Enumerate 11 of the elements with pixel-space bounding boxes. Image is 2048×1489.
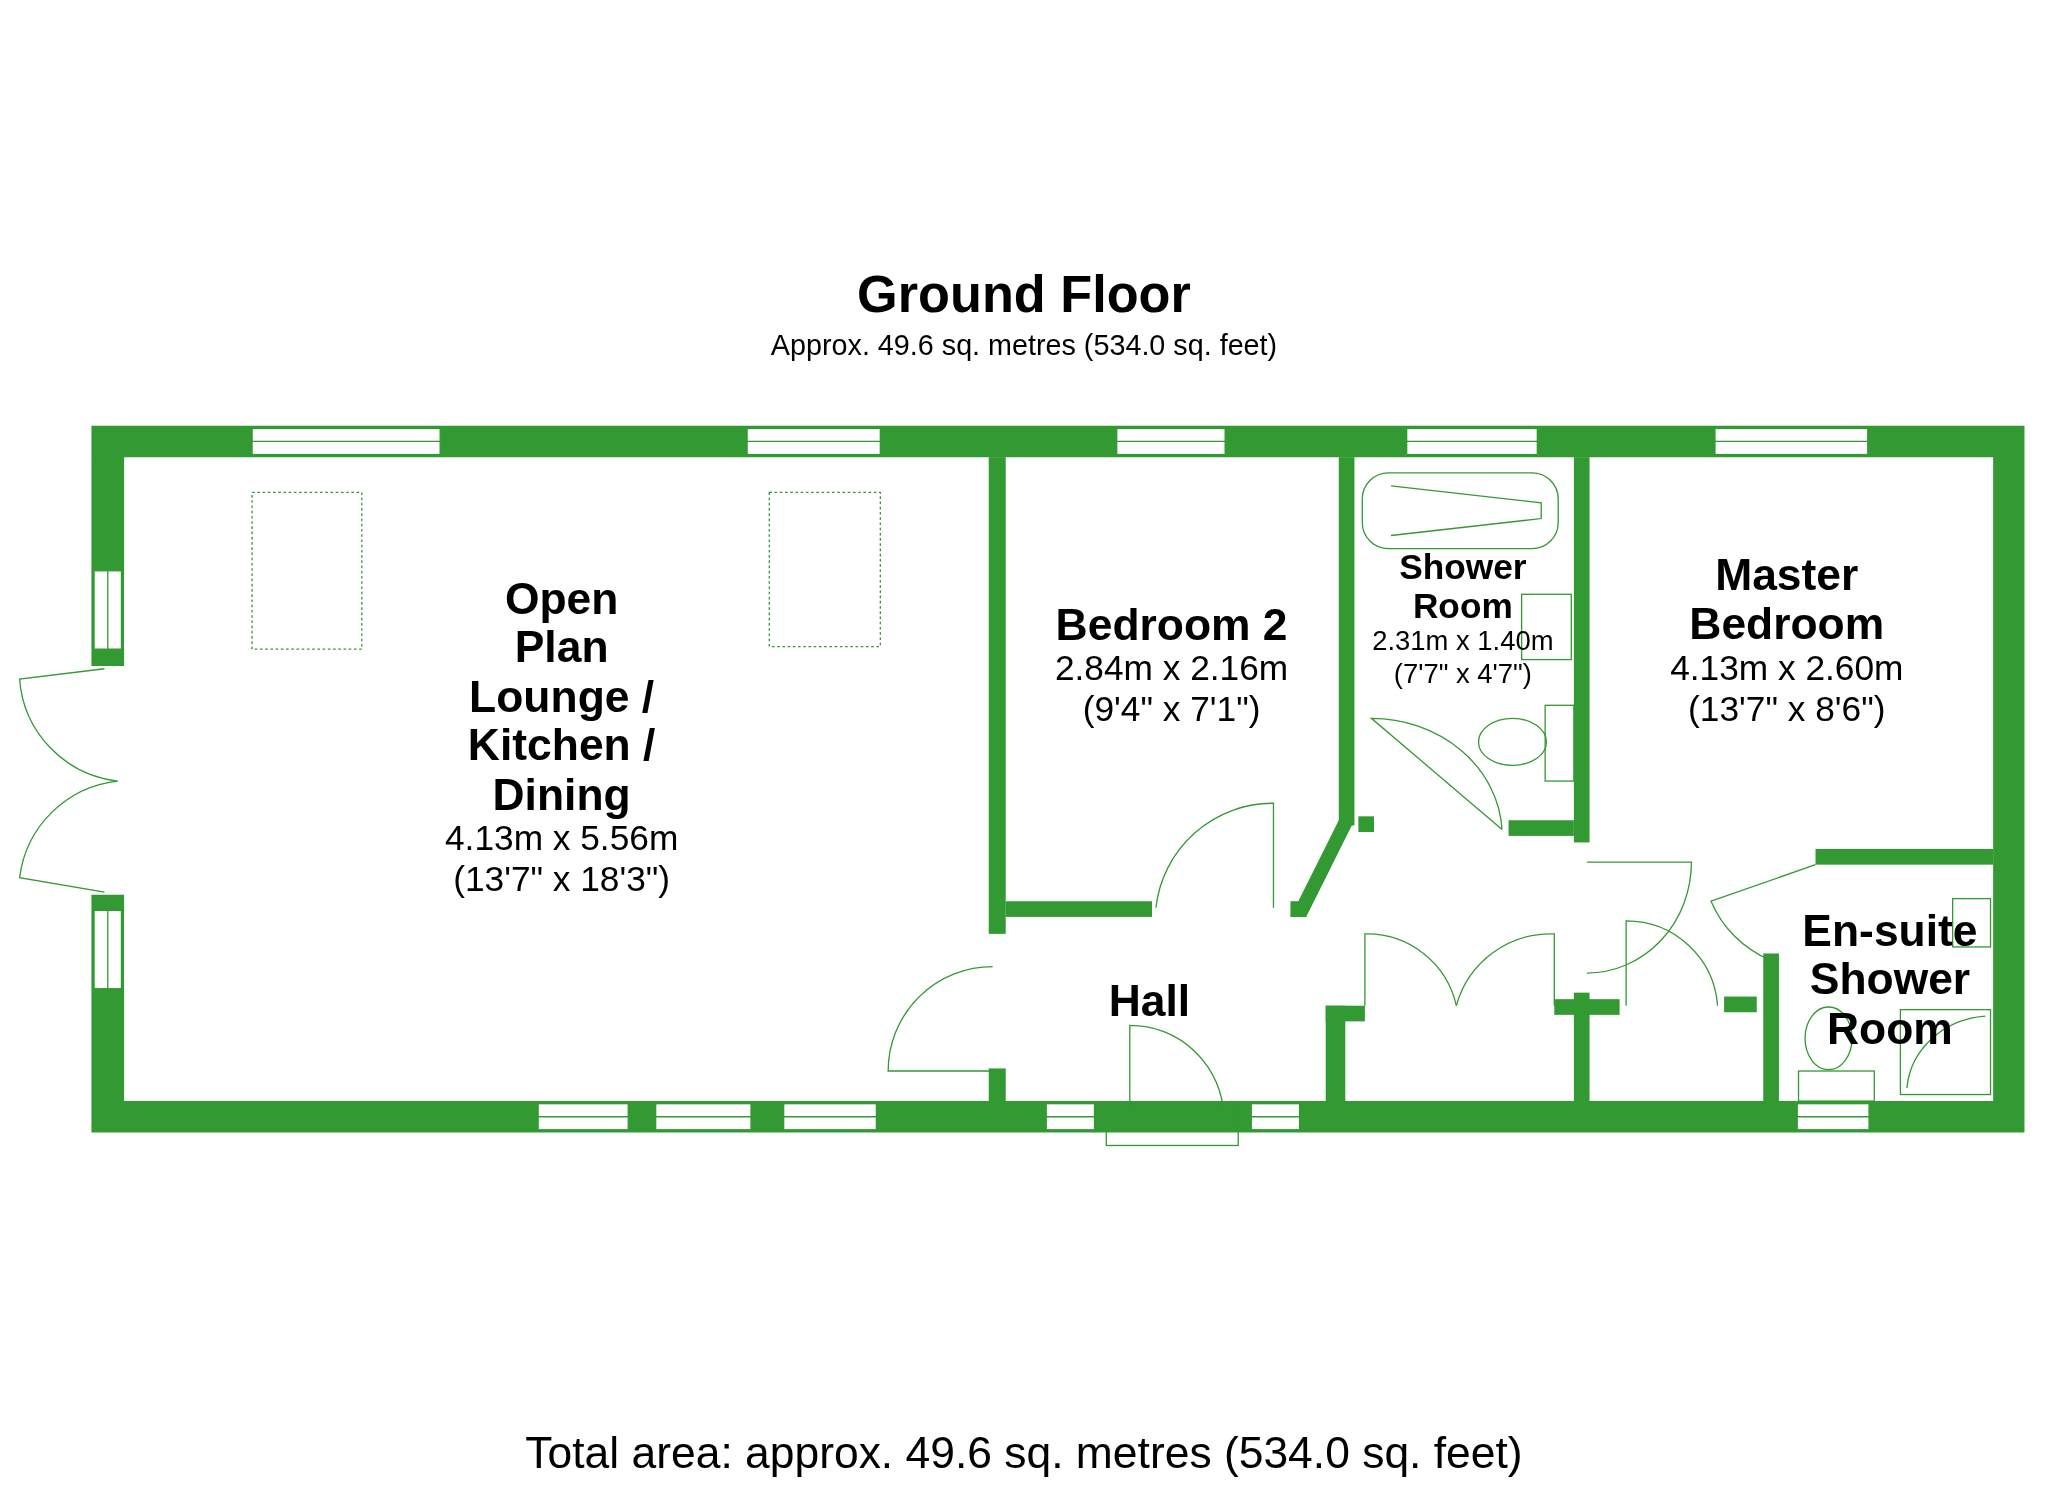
room-name: Master Bedroom <box>1688 551 1886 649</box>
room-name: Shower Room <box>1398 548 1528 627</box>
room-name: Open Plan Lounge / Kitchen / Dining <box>466 574 657 819</box>
room-dimensions: 4.13m x 2.60m (13'7" x 8'6") <box>1669 648 1905 730</box>
room-name: Bedroom 2 <box>1054 600 1289 650</box>
area-note: Approx. 49.6 sq. metres (534.0 sq. feet) <box>769 329 1279 364</box>
room-dimensions: 4.13m x 5.56m (13'7" x 18'3") <box>444 819 680 901</box>
plan-title: Ground Floor <box>856 265 1192 324</box>
total-area-caption: Total area: approx. 49.6 sq. metres (534.0 sq. feet) <box>524 1427 1524 1479</box>
room-dimensions: 2.84m x 2.16m (9'4" x 7'1") <box>1053 649 1290 731</box>
room-name: Hall <box>1107 977 1192 1026</box>
